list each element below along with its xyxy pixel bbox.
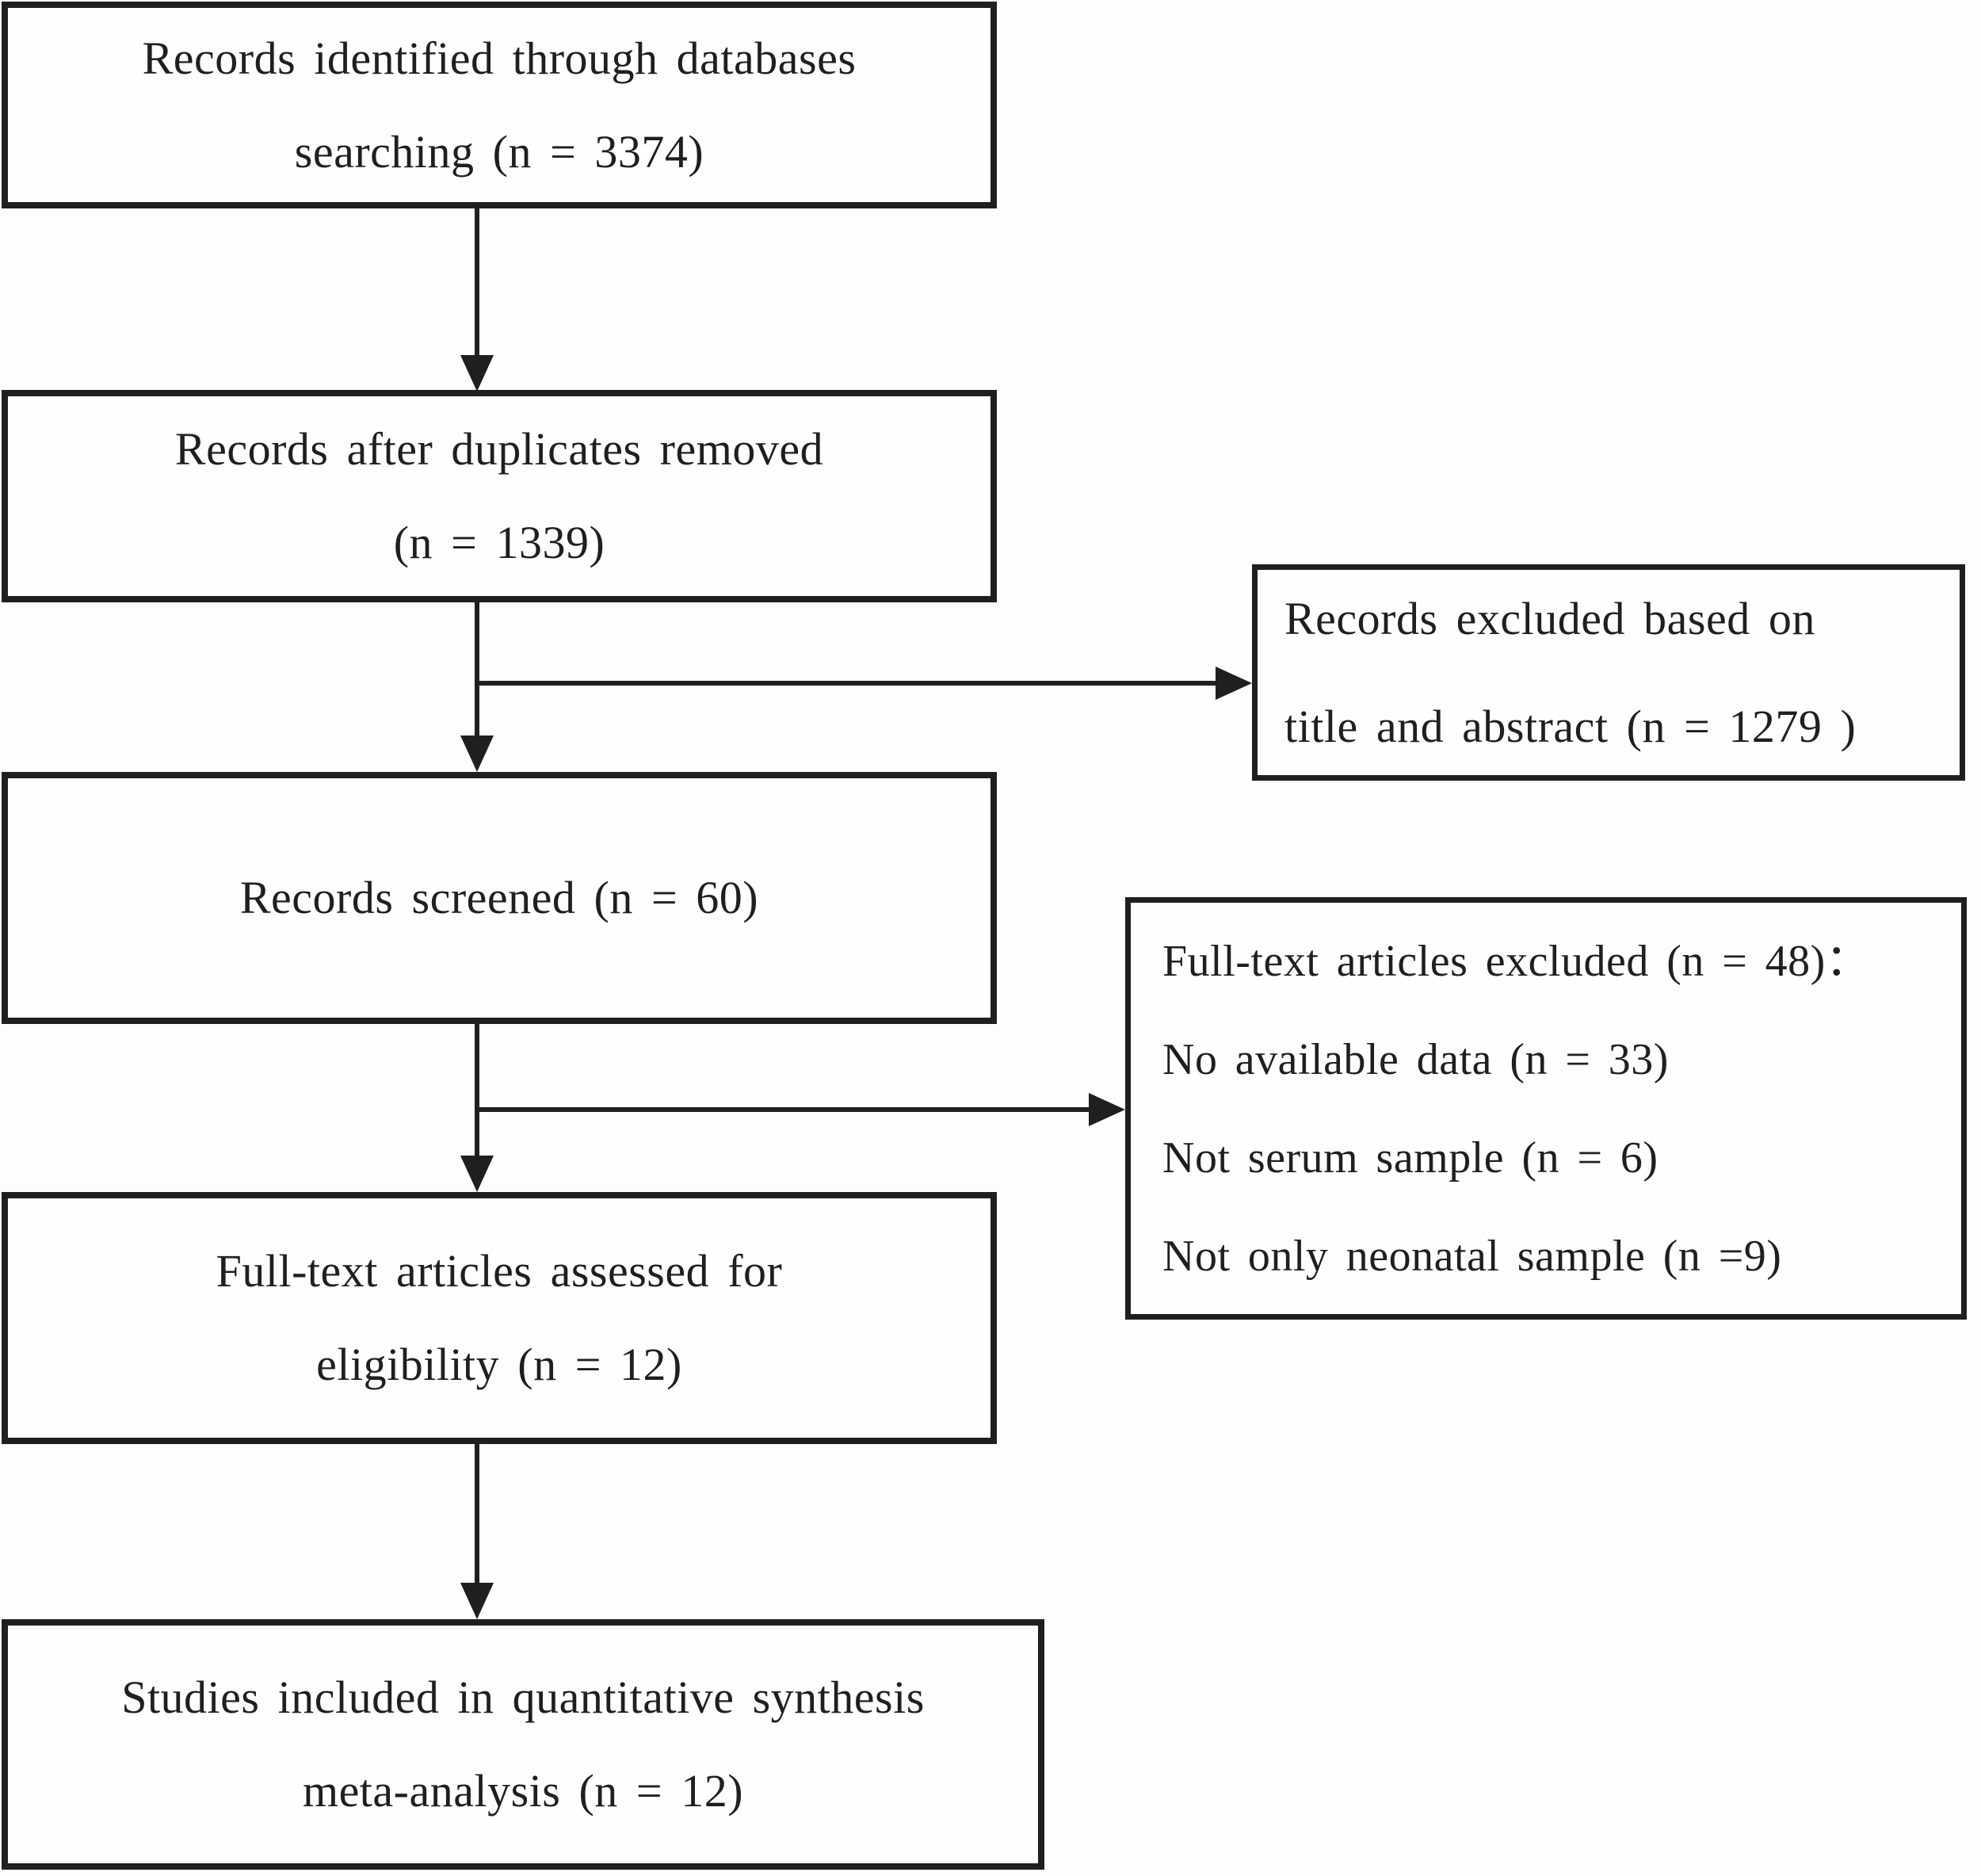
box-line: No available data (n = 33) — [1162, 1034, 1669, 1084]
branch-to-excluded-title-abstract-head — [1216, 667, 1252, 700]
arrow-identified-to-duplicates-shaft — [475, 208, 479, 359]
arrow-screened-to-assessed-shaft — [475, 1024, 479, 1159]
box-line: Studies included in quantitative synthes… — [121, 1672, 925, 1723]
box-records-excluded-title-abstract: Records excluded based on title and abst… — [1252, 564, 1965, 781]
box-line: Full-text articles assessed for — [216, 1245, 783, 1297]
box-line: Records after duplicates removed — [174, 423, 824, 475]
arrow-identified-to-duplicates-head — [460, 355, 494, 392]
box-line: searching (n = 3374) — [294, 125, 704, 178]
branch-to-excluded-title-abstract-line — [477, 681, 1219, 686]
arrow-duplicates-to-screened-head — [460, 735, 494, 772]
box-records-identified: Records identified through databases sea… — [2, 2, 997, 208]
box-line: (n = 1339) — [393, 517, 605, 568]
box-line: title and abstract (n = 1279 ) — [1284, 700, 1857, 752]
box-line: eligibility (n = 12) — [316, 1339, 682, 1390]
box-duplicates-removed: Records after duplicates removed (n = 13… — [2, 390, 997, 602]
arrow-assessed-to-included-shaft — [475, 1444, 479, 1587]
box-records-screened: Records screened (n = 60) — [2, 772, 997, 1024]
branch-to-fulltext-excluded-head — [1089, 1093, 1125, 1126]
branch-to-fulltext-excluded-line — [477, 1107, 1092, 1112]
box-line: Full-text articles excluded (n = 48)： — [1162, 936, 1871, 986]
arrow-duplicates-to-screened-shaft — [475, 602, 479, 739]
box-line: Records identified through databases — [142, 32, 857, 84]
box-line: Not serum sample (n = 6) — [1162, 1133, 1658, 1183]
box-line: Records screened (n = 60) — [239, 872, 759, 923]
arrow-assessed-to-included-head — [460, 1583, 494, 1619]
box-fulltext-assessed: Full-text articles assessed for eligibil… — [2, 1192, 997, 1444]
box-fulltext-excluded: Full-text articles excluded (n = 48)： No… — [1125, 897, 1967, 1320]
box-studies-included: Studies included in quantitative synthes… — [2, 1619, 1044, 1870]
box-line: Not only neonatal sample (n =9) — [1162, 1231, 1782, 1281]
box-line: Records excluded based on — [1284, 592, 1815, 644]
box-line: meta-analysis (n = 12) — [302, 1765, 744, 1817]
arrow-screened-to-assessed-head — [460, 1156, 494, 1192]
